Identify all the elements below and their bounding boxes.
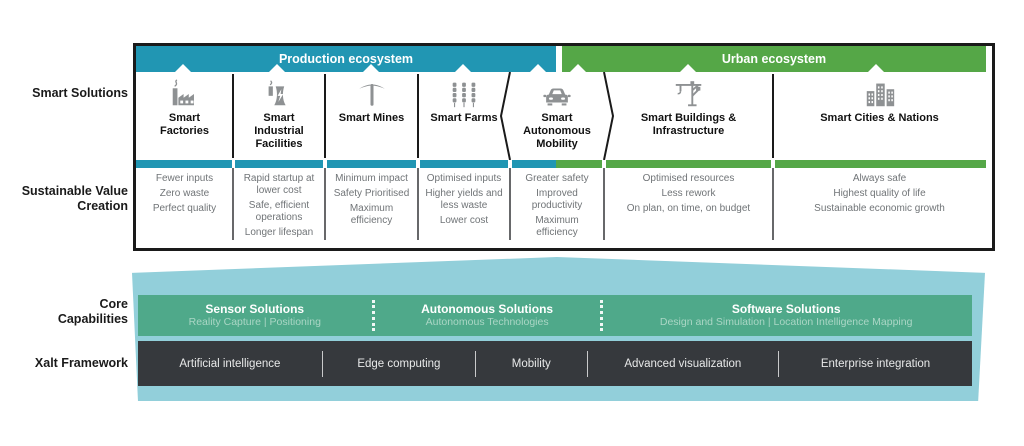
capability-title: Sensor Solutions	[205, 302, 305, 316]
ecosystem-bar-segment	[235, 160, 323, 168]
value-item: Always safe	[852, 173, 907, 184]
capabilities-panel: Sensor Solutions Reality Capture | Posit…	[132, 257, 985, 401]
xalt-item-mobility: Mobility	[511, 357, 551, 370]
capability-subtitle: Design and Simulation | Location Intelli…	[659, 316, 913, 328]
values-smart-cities-nations: Always safe Highest quality of life Sust…	[773, 168, 986, 218]
value-item: Rapid startup at lower cost	[243, 173, 315, 196]
value-item: Lower cost	[439, 215, 489, 226]
column-smart-industrial-facilities: Smart Industrial Facilities	[233, 72, 325, 160]
capability-subtitle: Autonomous Technologies	[425, 316, 549, 328]
value-item: Greater safety	[525, 173, 589, 184]
capability-subtitle: Reality Capture | Positioning	[188, 316, 321, 328]
row-label-core-capabilities: Core Capabilities	[57, 297, 128, 326]
wheat-icon	[447, 78, 481, 108]
column-smart-buildings-infrastructure: Smart Buildings & Infrastructure	[604, 72, 773, 160]
value-item: Safe, efficient operations	[248, 200, 310, 223]
value-item: Sustainable economic growth	[814, 203, 945, 214]
divider	[474, 350, 476, 377]
value-item: On plan, on time, on budget	[626, 203, 751, 214]
ecosystem-bar-segment	[556, 160, 602, 168]
value-item: Maximum efficiency	[535, 215, 579, 238]
header-notch	[680, 64, 696, 72]
value-item: Longer lifespan	[244, 227, 314, 238]
header-notch	[455, 64, 471, 72]
row-label-xalt-framework: Xalt Framework	[34, 356, 128, 370]
production-ecosystem-header: Production ecosystem	[136, 46, 556, 72]
values-smart-factories: Fewer inputs Zero waste Perfect quality	[136, 168, 233, 218]
value-item: Higher yields and less waste	[425, 188, 503, 211]
urban-ecosystem-header: Urban ecosystem	[562, 46, 986, 72]
capability-title: Autonomous Solutions	[421, 302, 554, 316]
row-label-smart-solutions: Smart Solutions	[32, 86, 128, 100]
ecosystem-bar-segment	[606, 160, 771, 168]
value-item: Zero waste	[159, 188, 210, 199]
ecosystem-bar-segment	[775, 160, 986, 168]
solutions-table: Production ecosystem Urban ecosystem	[133, 43, 995, 251]
column-title: Smart Factories	[160, 112, 209, 137]
column-title: Smart Farms	[430, 112, 498, 124]
divider	[586, 350, 588, 377]
value-item: Improved productivity	[531, 188, 583, 211]
xalt-framework-bar: Artificial intelligence Edge computing M…	[138, 341, 972, 386]
value-item: Minimum impact	[335, 173, 408, 184]
value-item: Less rework	[661, 188, 716, 199]
header-notch	[868, 64, 884, 72]
header-notch	[269, 64, 285, 72]
column-smart-factories: Smart Factories	[136, 72, 233, 160]
xalt-item-enterprise-integration: Enterprise integration	[820, 357, 931, 370]
column-smart-mines: Smart Mines	[325, 72, 418, 160]
values-smart-farms: Optimised inputs Higher yields and less …	[418, 168, 510, 230]
divider	[778, 350, 780, 377]
power-plant-icon	[262, 78, 296, 108]
capability-software-solutions: Software Solutions Design and Simulation…	[603, 295, 970, 336]
value-item: Maximum efficiency	[349, 203, 394, 226]
capability-sensor-solutions: Sensor Solutions Reality Capture | Posit…	[138, 295, 372, 336]
value-item: Perfect quality	[152, 203, 217, 214]
value-item: Optimised inputs	[426, 173, 502, 184]
values-smart-industrial-facilities: Rapid startup at lower cost Safe, effici…	[233, 168, 325, 242]
row-label-sustainable-value-creation: Sustainable Value Creation	[21, 184, 128, 213]
capability-autonomous-solutions: Autonomous Solutions Autonomous Technolo…	[375, 295, 600, 336]
factory-icon	[168, 78, 202, 108]
header-notch	[570, 64, 586, 72]
xalt-item-edge-computing: Edge computing	[357, 357, 441, 370]
column-title: Smart Mines	[338, 112, 405, 124]
value-item: Highest quality of life	[833, 188, 926, 199]
dotted-divider	[599, 300, 603, 331]
divider	[321, 350, 323, 377]
column-title: Smart Industrial Facilities	[254, 112, 304, 150]
column-smart-cities-nations: Smart Cities & Nations	[773, 72, 986, 160]
city-icon	[863, 78, 897, 108]
ecosystem-bar-segment	[512, 160, 556, 168]
xalt-item-advanced-visualization: Advanced visualization	[624, 357, 742, 370]
core-capabilities-bar: Sensor Solutions Reality Capture | Posit…	[138, 295, 972, 336]
header-notch	[175, 64, 191, 72]
crane-icon	[672, 78, 706, 108]
value-item: Fewer inputs	[155, 173, 214, 184]
urban-ecosystem-label: Urban ecosystem	[721, 52, 827, 66]
xalt-item-artificial-intelligence: Artificial intelligence	[179, 357, 281, 370]
values-smart-mines: Minimum impact Safety Prioritised Maximu…	[325, 168, 418, 230]
dotted-divider	[371, 300, 375, 331]
column-smart-autonomous-mobility: Smart Autonomous Mobility	[510, 72, 604, 160]
capability-title: Software Solutions	[731, 302, 841, 316]
header-notch	[530, 64, 546, 72]
column-title: Smart Autonomous Mobility	[523, 112, 591, 150]
column-title: Smart Cities & Nations	[820, 112, 939, 124]
ecosystem-bar-segment	[420, 160, 508, 168]
car-icon	[540, 78, 574, 108]
column-title: Smart Buildings & Infrastructure	[640, 112, 737, 137]
values-smart-autonomous-mobility: Greater safety Improved productivity Max…	[510, 168, 604, 242]
column-smart-farms: Smart Farms	[418, 72, 510, 160]
production-ecosystem-label: Production ecosystem	[278, 52, 414, 66]
header-notch	[363, 64, 379, 72]
value-item: Optimised resources	[642, 173, 735, 184]
pickaxe-icon	[355, 78, 389, 108]
value-item: Safety Prioritised	[333, 188, 410, 199]
ecosystem-bar-segment	[136, 160, 232, 168]
ecosystem-bar-segment	[327, 160, 416, 168]
values-smart-buildings-infrastructure: Optimised resources Less rework On plan,…	[604, 168, 773, 218]
